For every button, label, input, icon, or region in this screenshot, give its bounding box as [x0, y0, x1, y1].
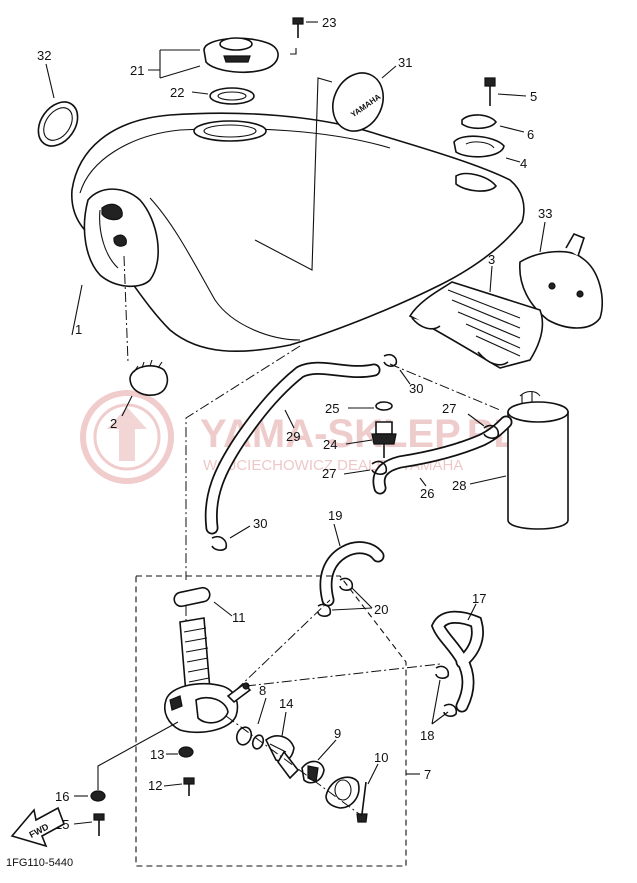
fuel-cock: [164, 617, 252, 734]
knob-2: [129, 359, 169, 396]
callout-28: 28: [452, 478, 466, 493]
screw-23: [292, 17, 304, 38]
callout-29: 29: [286, 429, 300, 444]
bracket-3: [408, 281, 544, 369]
callout-25: 25: [325, 401, 339, 416]
clip-27-right: [483, 424, 500, 439]
gasket-11: [173, 586, 211, 608]
callout-1: 1: [75, 322, 82, 337]
callout-21: 21: [130, 63, 144, 78]
hose-29: [204, 361, 381, 535]
callout-19: 19: [328, 508, 342, 523]
spring-9: [301, 760, 325, 784]
callout-4: 4: [520, 156, 527, 171]
callout-27-left: 27: [322, 466, 336, 481]
nut-13: [178, 746, 194, 758]
side-panel-33: [519, 232, 604, 329]
clip-30-lower: [211, 535, 228, 551]
callout-12: 12: [148, 778, 162, 793]
callout-13: 13: [150, 747, 164, 762]
hose-19: [319, 541, 385, 607]
damper-4: [453, 135, 505, 158]
callout-30-upper: 30: [409, 381, 423, 396]
tank-emblem: YAMAHA: [332, 72, 384, 132]
callout-24: 24: [323, 437, 337, 452]
fitting-24: [371, 421, 397, 458]
fwd-arrow: FWD: [10, 806, 65, 848]
callout-27-right: 27: [442, 401, 456, 416]
callout-7: 7: [424, 767, 431, 782]
hose-26: [372, 415, 513, 495]
clip-30-upper: [383, 353, 398, 367]
callout-2: 2: [110, 416, 117, 431]
callout-20: 20: [374, 602, 388, 617]
plate-cover: [325, 776, 360, 809]
screw-12: [183, 777, 195, 796]
o-ring-8: [235, 726, 265, 750]
callout-5: 5: [530, 89, 537, 104]
nut-16: [90, 790, 106, 802]
filler-cap: [203, 37, 279, 105]
fuel-tank: [71, 77, 525, 353]
callout-8: 8: [259, 683, 266, 698]
clip-18: [435, 665, 458, 717]
lever-14: [264, 735, 300, 780]
callout-18: 18: [420, 728, 434, 743]
callout-3: 3: [488, 252, 495, 267]
callout-22: 22: [170, 85, 184, 100]
callout-32: 32: [37, 48, 51, 63]
collar-6: [461, 114, 498, 130]
diagram-part-number: 1FG110-5440: [6, 857, 73, 869]
bolt-5: [484, 77, 496, 106]
callout-6: 6: [527, 127, 534, 142]
callout-16: 16: [55, 789, 69, 804]
callout-33: 33: [538, 206, 552, 221]
emblem-ring: [37, 101, 79, 147]
canister-28: [507, 390, 569, 530]
callout-11: 11: [232, 610, 246, 625]
leader-lines: [97, 255, 501, 817]
screw-10: [356, 781, 368, 823]
callout-30-lower: 30: [253, 516, 267, 531]
callout-14: 14: [279, 696, 293, 711]
callout-23: 23: [322, 15, 336, 30]
callout-10: 10: [374, 750, 388, 765]
washer-25: [375, 401, 393, 411]
bolt-15: [93, 813, 105, 836]
callout-9: 9: [334, 726, 341, 741]
assembly-7-box: [135, 575, 407, 867]
callout-26: 26: [420, 486, 434, 501]
callout-31: 31: [398, 55, 412, 70]
clip-27-left: [371, 460, 388, 475]
hose-17: [430, 610, 484, 713]
callout-17: 17: [472, 591, 486, 606]
